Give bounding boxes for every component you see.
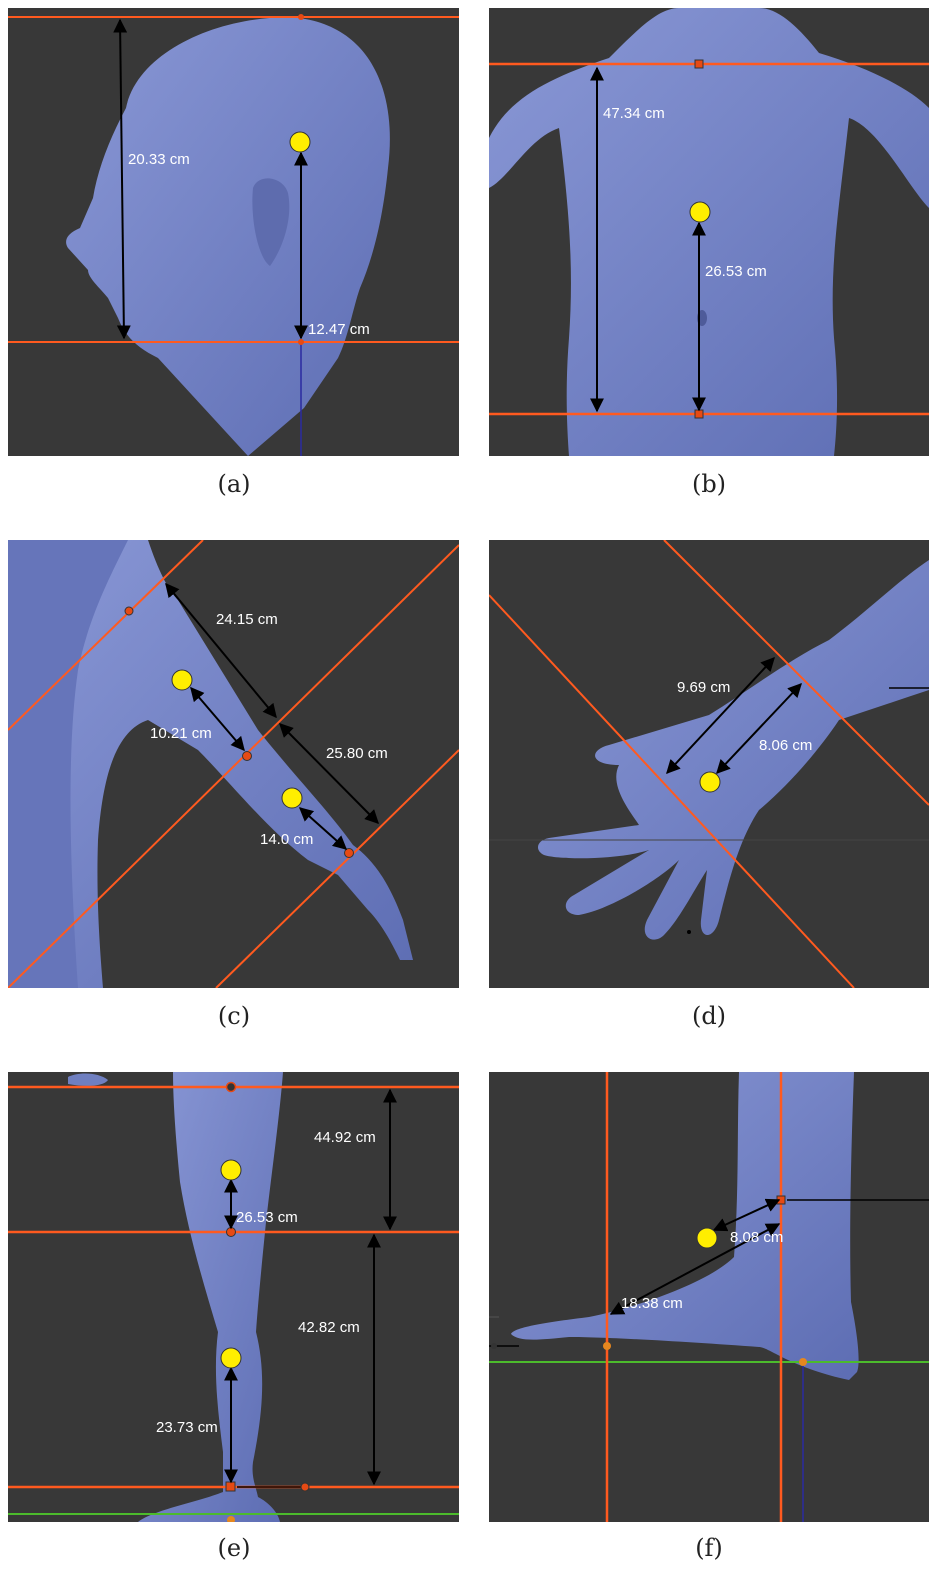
- ref-point: [226, 1482, 235, 1491]
- ref-point: [125, 607, 133, 615]
- ref-point: [227, 1083, 236, 1092]
- foot-shape: [489, 1072, 859, 1380]
- torso-shape: [489, 8, 929, 456]
- ref-point: [695, 410, 703, 418]
- leg-shape: [68, 1072, 283, 1522]
- measurement-label: 26.53 cm: [705, 263, 767, 280]
- measurement-label: 12.47 cm: [308, 321, 370, 338]
- panel-a-head: 20.33 cm 12.47 cm: [8, 8, 459, 456]
- arm-shape: [8, 540, 413, 988]
- ref-point: [227, 1228, 236, 1237]
- measurement-label: 18.38 cm: [621, 1295, 683, 1312]
- center-of-mass-marker: [221, 1348, 241, 1368]
- caption-d: (d): [649, 1002, 769, 1030]
- center-of-mass-marker: [290, 132, 310, 152]
- head-shape: [66, 18, 390, 456]
- ref-point: [301, 1483, 309, 1491]
- ref-point: [298, 339, 304, 345]
- ref-point: [243, 752, 252, 761]
- panel-c-arm: 24.15 cm 10.21 cm 25.80 cm 14.0 cm: [8, 540, 459, 988]
- ref-point: [799, 1358, 807, 1366]
- panel-d-hand: 9.69 cm 8.06 cm: [489, 540, 929, 988]
- panel-b-torso: 47.34 cm 26.53 cm: [489, 8, 929, 456]
- center-of-mass-marker: [172, 670, 192, 690]
- measurement-label: 24.15 cm: [216, 611, 278, 628]
- ref-point: [298, 14, 304, 20]
- measurement-label: 26.53 cm: [236, 1209, 298, 1226]
- caption-a: (a): [174, 470, 294, 498]
- caption-c: (c): [174, 1002, 294, 1030]
- panel-f-foot: 18.38 cm 8.08 cm: [489, 1072, 929, 1522]
- caption-f: (f): [649, 1534, 769, 1562]
- center-of-mass-marker: [697, 1228, 717, 1248]
- measurement-label: 10.21 cm: [150, 725, 212, 742]
- measurement-label: 47.34 cm: [603, 105, 665, 122]
- panel-e-leg: 44.92 cm 26.53 cm 42.82 cm 23.73 cm: [8, 1072, 459, 1522]
- measurement-label: 44.92 cm: [314, 1129, 376, 1146]
- caption-b: (b): [649, 470, 769, 498]
- hand-shape: [489, 560, 929, 940]
- measurement-label: 8.06 cm: [759, 737, 812, 754]
- finger-reference-line: [489, 595, 854, 988]
- center-of-mass-marker: [700, 772, 720, 792]
- ref-point: [345, 849, 354, 858]
- ref-point: [603, 1342, 611, 1350]
- ref-point: [687, 930, 691, 934]
- measurement-label: 20.33 cm: [128, 151, 190, 168]
- caption-e: (e): [174, 1534, 294, 1562]
- center-of-mass-marker: [221, 1160, 241, 1180]
- measurement-label: 8.08 cm: [730, 1229, 783, 1246]
- measurement-label: 42.82 cm: [298, 1319, 360, 1336]
- measurement-label: 23.73 cm: [156, 1419, 218, 1436]
- ref-point: [491, 1343, 497, 1349]
- ref-point: [695, 60, 703, 68]
- center-of-mass-marker: [690, 202, 710, 222]
- measurement-label: 9.69 cm: [677, 679, 730, 696]
- measurement-label: 25.80 cm: [326, 745, 388, 762]
- center-of-mass-marker: [282, 788, 302, 808]
- measurement-label: 14.0 cm: [260, 831, 313, 848]
